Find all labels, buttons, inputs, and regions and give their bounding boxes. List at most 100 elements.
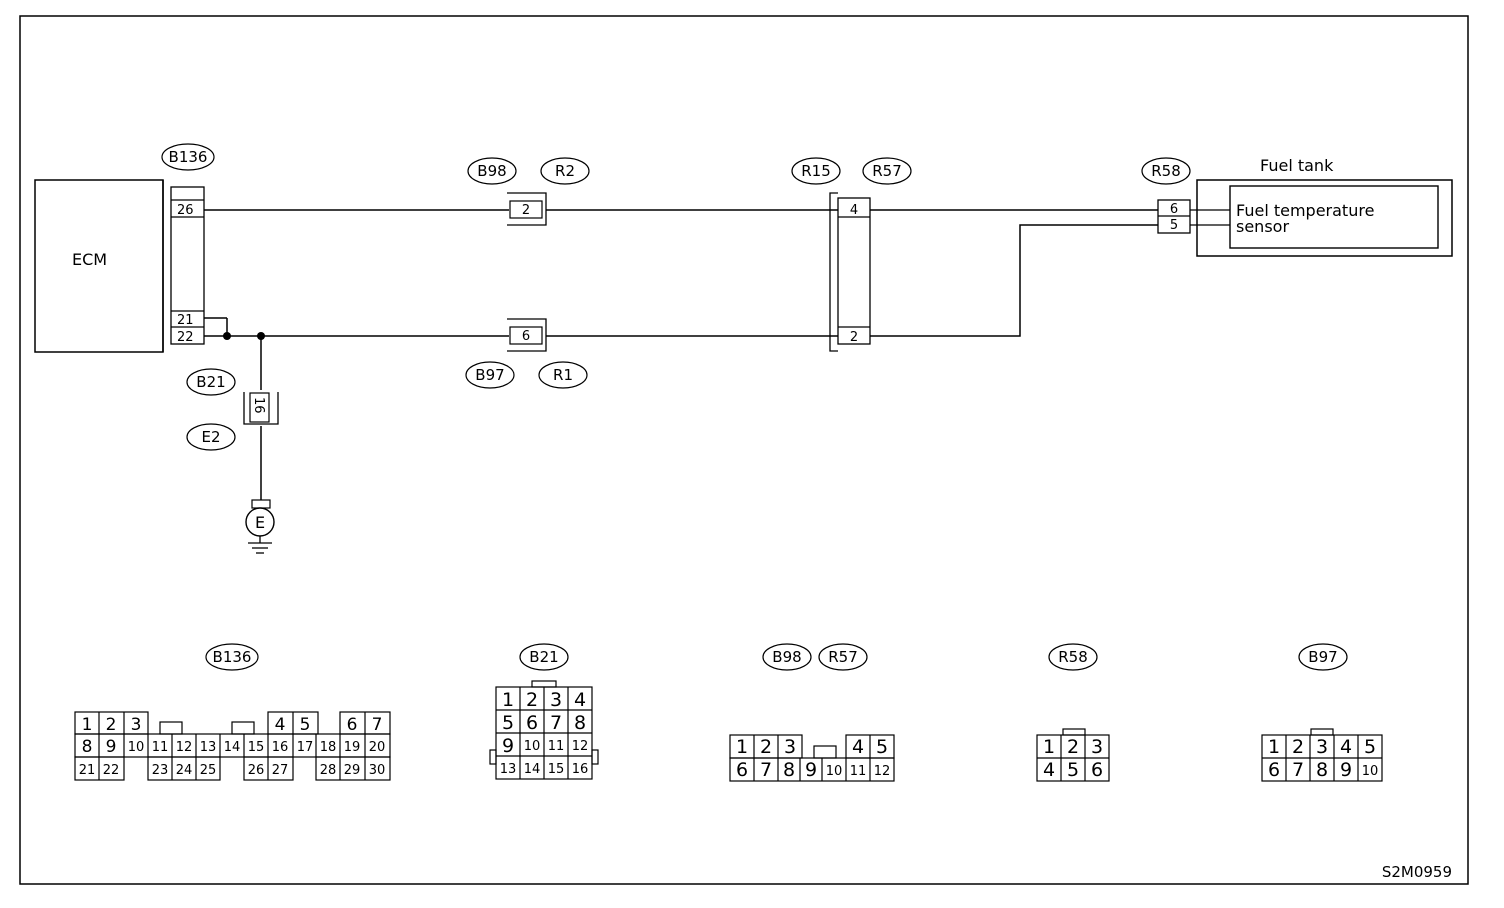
tag-r57: R57 <box>862 157 912 185</box>
fuel-temperature-sensor <box>1229 185 1439 249</box>
svg-text:B136: B136 <box>169 148 208 166</box>
svg-text:9: 9 <box>805 759 817 781</box>
svg-text:6: 6 <box>347 715 358 735</box>
svg-text:10: 10 <box>524 739 541 754</box>
svg-text:20: 20 <box>369 740 386 755</box>
svg-text:15: 15 <box>548 762 565 777</box>
tag-b136: B136 <box>161 143 215 171</box>
svg-text:3: 3 <box>784 736 796 758</box>
svg-text:17: 17 <box>297 740 314 755</box>
svg-text:8: 8 <box>1316 759 1328 781</box>
svg-text:5: 5 <box>502 712 514 734</box>
splice-point <box>223 332 231 340</box>
svg-text:6: 6 <box>736 759 748 781</box>
svg-text:B97: B97 <box>1308 648 1337 666</box>
svg-text:E2: E2 <box>201 428 220 446</box>
svg-text:19: 19 <box>344 740 361 755</box>
svg-text:10: 10 <box>826 764 843 779</box>
svg-text:28: 28 <box>320 763 337 778</box>
connector-b97-r1: 6 <box>507 318 547 352</box>
connector-r58: 6 5 <box>1157 199 1230 234</box>
ground-icon: E <box>245 499 275 554</box>
svg-text:7: 7 <box>760 759 772 781</box>
connector-face-b98-r57: B98 R57 1 2 3 4 5 6 7 8 9 10 <box>729 643 895 782</box>
connector-r15-r57: 4 2 <box>829 192 871 352</box>
svg-text:3: 3 <box>1091 736 1103 758</box>
svg-text:2: 2 <box>1067 736 1079 758</box>
b136-row3 <box>74 756 391 781</box>
svg-text:1: 1 <box>502 689 514 711</box>
svg-text:29: 29 <box>344 763 361 778</box>
svg-text:R57: R57 <box>828 648 858 666</box>
tag-face-b97: B97 <box>1298 643 1348 671</box>
connector-b21: 16 <box>243 392 279 425</box>
connector-b136: 26 21 22 <box>162 180 205 352</box>
svg-text:6: 6 <box>1091 759 1103 781</box>
pin-r58-5: 5 <box>1170 218 1178 233</box>
tag-r15: R15 <box>791 157 841 185</box>
svg-text:3: 3 <box>550 689 562 711</box>
b136-row2 <box>74 733 391 758</box>
svg-text:8: 8 <box>82 737 93 757</box>
svg-text:R58: R58 <box>1058 648 1088 666</box>
svg-text:12: 12 <box>176 740 193 755</box>
svg-text:9: 9 <box>106 737 117 757</box>
svg-text:7: 7 <box>1292 759 1304 781</box>
pin-b136-21: 21 <box>177 313 194 328</box>
sensor-label-line2: sensor <box>1236 217 1289 236</box>
svg-text:6: 6 <box>526 712 538 734</box>
svg-text:6: 6 <box>1268 759 1280 781</box>
svg-text:26: 26 <box>248 763 265 778</box>
tag-face-b98: B98 <box>762 643 812 671</box>
svg-text:4: 4 <box>852 736 864 758</box>
pin-r57-2: 2 <box>850 330 858 345</box>
ecm-label: ECM <box>72 250 107 269</box>
b136-row1 <box>74 711 391 735</box>
pin-r58-6: 6 <box>1170 202 1178 217</box>
tag-face-b21: B21 <box>519 643 569 671</box>
diagram-frame <box>19 15 1469 885</box>
svg-text:14: 14 <box>224 740 241 755</box>
svg-text:16: 16 <box>572 762 589 777</box>
tag-b97: B97 <box>465 361 515 389</box>
svg-text:2: 2 <box>106 715 117 735</box>
connector-face-b136: B136 1 2 3 4 5 6 7 <box>74 643 391 781</box>
svg-text:12: 12 <box>572 739 589 754</box>
svg-text:5: 5 <box>300 715 311 735</box>
svg-text:24: 24 <box>176 763 193 778</box>
fuel-tank-label: Fuel tank <box>1260 156 1334 175</box>
svg-text:23: 23 <box>152 763 169 778</box>
svg-text:5: 5 <box>1067 759 1079 781</box>
figure-id: S2M0959 <box>1382 863 1452 881</box>
svg-text:R2: R2 <box>555 162 575 180</box>
pin-b98-2: 2 <box>522 203 530 218</box>
tag-b21: B21 <box>186 368 236 396</box>
svg-text:R58: R58 <box>1151 162 1181 180</box>
svg-text:1: 1 <box>1043 736 1055 758</box>
svg-text:11: 11 <box>152 740 169 755</box>
svg-text:B98: B98 <box>477 162 506 180</box>
connector-face-r58: R58 1 2 3 4 5 6 <box>1036 643 1110 782</box>
svg-text:14: 14 <box>524 762 541 777</box>
ecm-unit: ECM <box>34 179 164 353</box>
tag-face-r57: R57 <box>818 643 868 671</box>
svg-text:25: 25 <box>200 763 217 778</box>
svg-text:B136: B136 <box>213 648 252 666</box>
svg-text:5: 5 <box>1364 736 1376 758</box>
svg-text:11: 11 <box>548 739 565 754</box>
svg-text:8: 8 <box>574 712 586 734</box>
fuel-tank: Fuel tank Fuel temperature sensor <box>1196 156 1453 257</box>
tag-r58: R58 <box>1141 157 1191 185</box>
svg-text:9: 9 <box>1340 759 1352 781</box>
svg-text:4: 4 <box>1340 736 1352 758</box>
svg-text:13: 13 <box>500 762 517 777</box>
svg-text:1: 1 <box>1268 736 1280 758</box>
svg-text:R1: R1 <box>553 366 573 384</box>
svg-text:4: 4 <box>275 715 286 735</box>
tag-face-b136: B136 <box>205 643 259 671</box>
tag-r1: R1 <box>538 361 588 389</box>
connector-b98-r2: 2 <box>507 192 547 226</box>
svg-text:2: 2 <box>760 736 772 758</box>
ground-label: E <box>255 513 265 532</box>
